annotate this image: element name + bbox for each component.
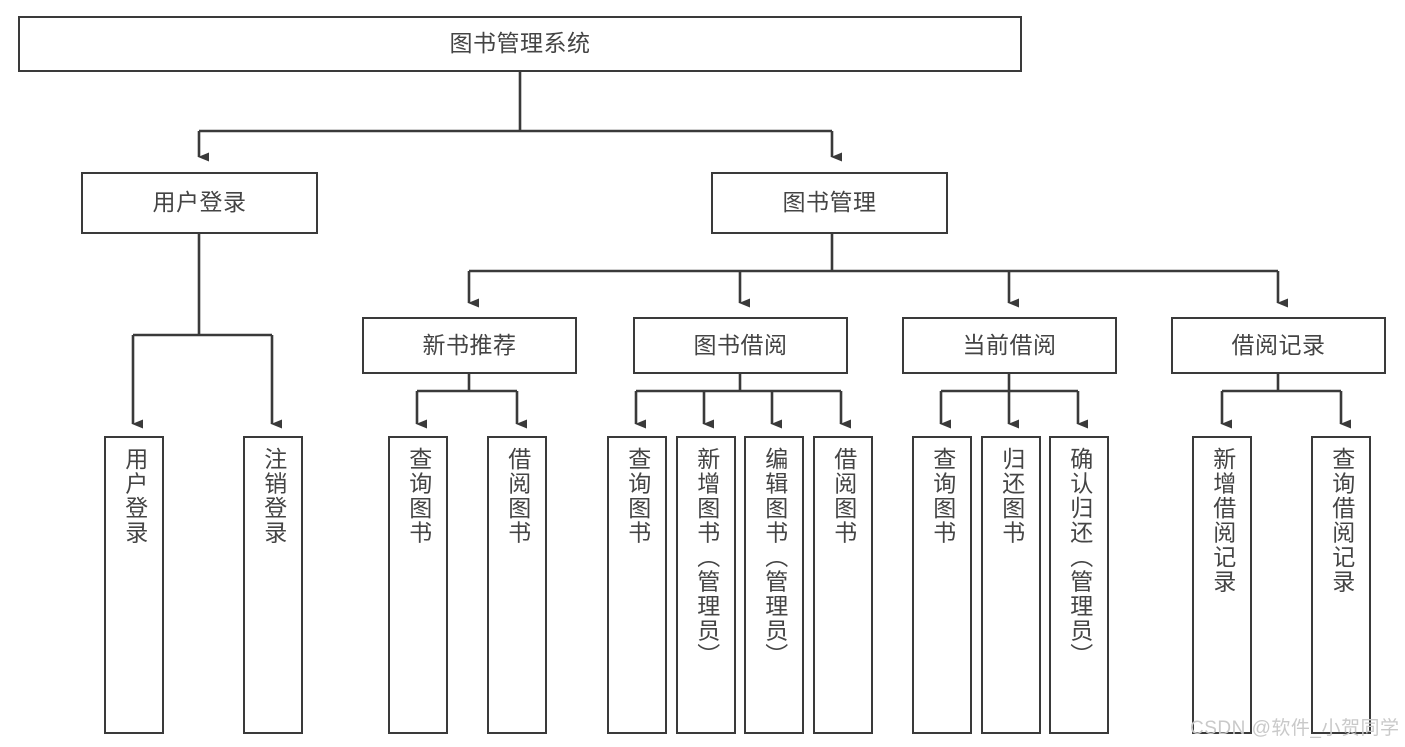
node-label: 借阅图书 — [504, 447, 531, 545]
node-label: 借阅图书 — [830, 447, 857, 545]
leaf-book-borrow-add[interactable]: 新增图书（管理员） — [676, 436, 736, 734]
node-label: 新增借阅记录 — [1209, 447, 1236, 594]
node-label: 编辑图书（管理员） — [761, 447, 788, 668]
node-label: 注销登录 — [260, 447, 287, 545]
node-label: 借阅记录 — [1231, 331, 1326, 358]
node-label: 查询图书 — [405, 447, 432, 545]
leaf-book-borrow-edit[interactable]: 编辑图书（管理员） — [744, 436, 804, 734]
node-book-borrow[interactable]: 图书借阅 — [633, 317, 848, 374]
node-user-login[interactable]: 用户登录 — [81, 172, 318, 234]
leaf-current-borrow-confirm-return[interactable]: 确认归还（管理员） — [1049, 436, 1109, 734]
leaf-book-borrow-query[interactable]: 查询图书 — [607, 436, 667, 734]
leaf-book-borrow-borrow[interactable]: 借阅图书 — [813, 436, 873, 734]
node-label: 用户登录 — [121, 447, 148, 545]
node-label: 查询借阅记录 — [1328, 447, 1355, 594]
node-label: 归还图书 — [998, 447, 1025, 545]
node-label: 图书借阅 — [693, 331, 788, 358]
leaf-current-borrow-return[interactable]: 归还图书 — [981, 436, 1041, 734]
node-root-system[interactable]: 图书管理系统 — [18, 16, 1022, 72]
node-label: 新增图书（管理员） — [693, 447, 720, 668]
node-current-borrow[interactable]: 当前借阅 — [902, 317, 1117, 374]
node-label: 图书管理系统 — [449, 30, 591, 57]
leaf-borrow-record-query[interactable]: 查询借阅记录 — [1311, 436, 1371, 734]
node-label: 新书推荐 — [422, 331, 517, 358]
node-label: 确认归还（管理员） — [1066, 447, 1093, 668]
leaf-current-borrow-query[interactable]: 查询图书 — [912, 436, 972, 734]
node-book-management[interactable]: 图书管理 — [711, 172, 948, 234]
leaf-user-login-login[interactable]: 用户登录 — [104, 436, 164, 734]
node-label: 当前借阅 — [962, 331, 1057, 358]
node-label: 查询图书 — [929, 447, 956, 545]
leaf-user-login-logout[interactable]: 注销登录 — [243, 436, 303, 734]
node-label: 用户登录 — [152, 189, 247, 216]
leaf-borrow-record-add[interactable]: 新增借阅记录 — [1192, 436, 1252, 734]
node-label: 查询图书 — [624, 447, 651, 545]
leaf-new-book-query[interactable]: 查询图书 — [388, 436, 448, 734]
leaf-new-book-borrow[interactable]: 借阅图书 — [487, 436, 547, 734]
watermark-csdn: CSDN @软件_小贺同学 — [1190, 718, 1400, 739]
node-label: 图书管理 — [782, 189, 877, 216]
node-new-book-recommend[interactable]: 新书推荐 — [362, 317, 577, 374]
node-borrow-record[interactable]: 借阅记录 — [1171, 317, 1386, 374]
